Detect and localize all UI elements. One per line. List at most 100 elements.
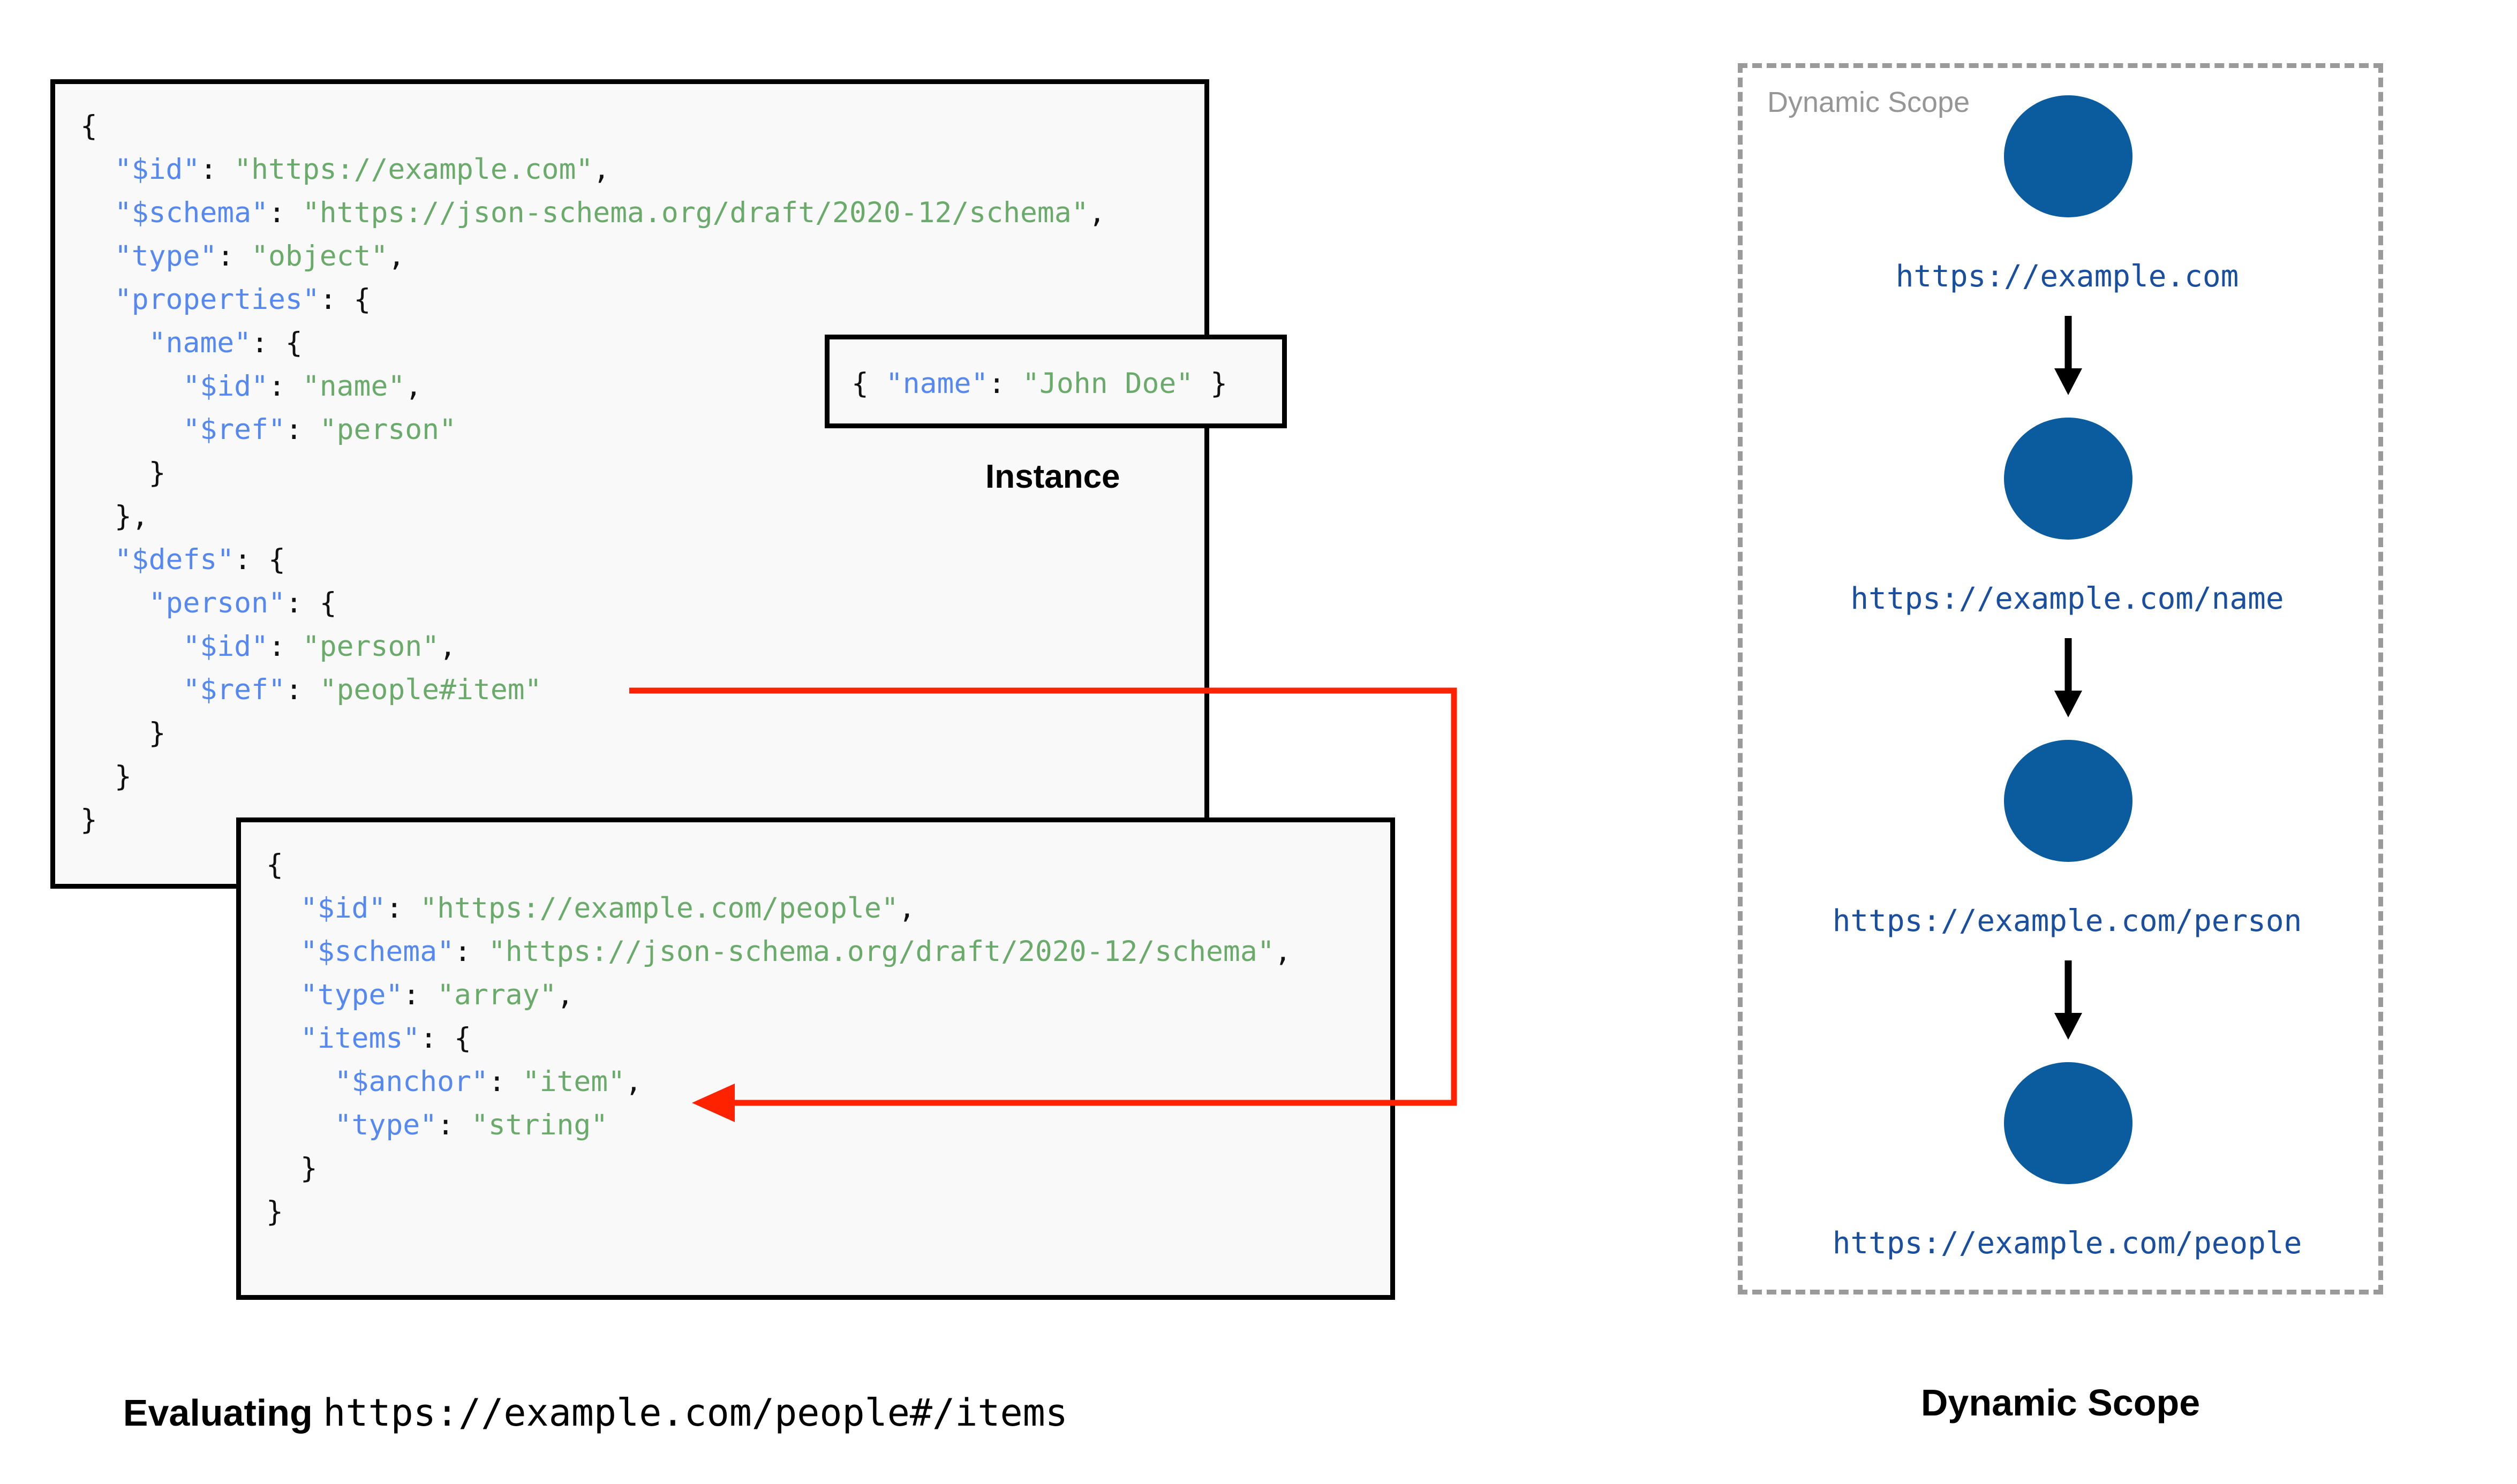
code-line: "$id": "https://example.com/people", — [266, 887, 1292, 930]
instance-caption: Instance — [985, 458, 1120, 495]
scope-flow-arrow-2 — [2054, 638, 2082, 717]
code-token: "object" — [251, 240, 388, 272]
code-token: "$anchor" — [334, 1065, 488, 1098]
code-token: "type" — [114, 240, 217, 272]
code-token: "$defs" — [114, 543, 235, 576]
code-token: : — [988, 367, 1023, 400]
code-token: : { — [251, 327, 303, 359]
code-token: } — [80, 760, 132, 793]
code-token: "$id" — [114, 153, 200, 186]
code-line: { — [266, 843, 1292, 887]
code-token — [80, 327, 149, 359]
code-line: } — [80, 711, 1106, 755]
code-line: } — [80, 755, 1106, 798]
code-token: "name" — [885, 367, 989, 400]
code-token: "$schema" — [114, 196, 269, 229]
code-token — [80, 630, 183, 663]
code-token: : { — [319, 283, 371, 316]
instance-code: { "name": "John Doe" } — [851, 367, 1227, 400]
dynamic-scope-frame-label: Dynamic Scope — [1767, 86, 1970, 118]
code-token: } — [80, 717, 166, 749]
code-token: : — [403, 979, 438, 1011]
scope-node-circle-4 — [2004, 1062, 2132, 1184]
code-token: "$schema" — [300, 935, 455, 968]
code-token — [266, 892, 300, 925]
code-line: } — [80, 451, 1106, 495]
evaluating-caption-lead: Evaluating — [123, 1392, 323, 1434]
code-token: : — [217, 240, 252, 272]
code-token: : — [285, 413, 320, 446]
code-token: }, — [80, 500, 149, 533]
code-token: : — [285, 673, 320, 706]
code-token: } — [266, 1195, 283, 1228]
code-token — [80, 587, 149, 619]
code-token: , — [898, 892, 916, 925]
code-token — [266, 1109, 335, 1141]
code-line: "items": { — [266, 1017, 1292, 1060]
evaluating-caption: Evaluating https://example.com/people#/i… — [114, 1381, 1068, 1444]
code-token — [80, 370, 183, 403]
code-token: , — [388, 240, 405, 272]
code-token: { — [80, 110, 97, 142]
code-line: "type": "array", — [266, 973, 1292, 1017]
code-token: , — [556, 979, 574, 1011]
code-token: : — [200, 153, 235, 186]
code-token: , — [1088, 196, 1106, 229]
code-line: "$id": "name", — [80, 365, 1106, 408]
code-token: } — [80, 457, 166, 489]
code-line: "$id": "person", — [80, 625, 1106, 668]
code-token: "items" — [300, 1022, 420, 1055]
code-token — [266, 1022, 300, 1055]
code-token: } — [1193, 367, 1228, 400]
code-line: } — [266, 1147, 1292, 1190]
code-line: "name": { — [80, 321, 1106, 365]
code-token: "people#item" — [319, 673, 542, 706]
scope-node-label-4: https://example.com/people — [1832, 1226, 2302, 1261]
code-token: "type" — [334, 1109, 438, 1141]
code-line: "properties": { — [80, 278, 1106, 321]
code-token: : — [386, 892, 420, 925]
code-token: "item" — [522, 1065, 626, 1098]
code-token: , — [439, 630, 457, 663]
code-token: "person" — [302, 630, 440, 663]
code-token: "type" — [300, 979, 403, 1011]
code-token: "name" — [302, 370, 405, 403]
code-token: : { — [234, 543, 285, 576]
code-line: { "name": "John Doe" } — [851, 367, 1227, 400]
code-line: "$defs": { — [80, 538, 1106, 581]
code-line: "$ref": "person" — [80, 408, 1106, 451]
code-token — [266, 1065, 335, 1098]
code-line: "$anchor": "item", — [266, 1060, 1292, 1103]
code-line: "type": "object", — [80, 234, 1106, 278]
code-line: } — [266, 1190, 1292, 1233]
scope-node-circle-3 — [2004, 740, 2132, 862]
code-line: }, — [80, 495, 1106, 538]
code-token: "$ref" — [183, 673, 285, 706]
instance-box — [825, 335, 1287, 428]
code-token: } — [266, 1152, 318, 1185]
code-token: } — [80, 804, 97, 836]
root-schema-code: { "$id": "https://example.com", "$schema… — [80, 104, 1106, 842]
code-token: : { — [420, 1022, 471, 1055]
code-token: "array" — [437, 979, 557, 1011]
code-token — [80, 283, 115, 316]
code-token: "string" — [471, 1109, 608, 1141]
code-token — [80, 543, 115, 576]
code-token: : — [268, 370, 303, 403]
people-schema-code: { "$id": "https://example.com/people", "… — [266, 843, 1292, 1233]
code-line: "$schema": "https://json-schema.org/draf… — [80, 191, 1106, 234]
scope-node-label-1: https://example.com — [1895, 259, 2239, 294]
code-token: "name" — [148, 327, 252, 359]
code-token: : — [437, 1109, 471, 1141]
code-line: "person": { — [80, 581, 1106, 625]
code-token: : — [488, 1065, 523, 1098]
code-token — [80, 413, 183, 446]
code-token: "properties" — [114, 283, 320, 316]
scope-node-circle-2 — [2004, 418, 2132, 540]
code-token: : — [268, 196, 303, 229]
scope-node-label-2: https://example.com/name — [1850, 581, 2284, 616]
code-token: "https://json-schema.org/draft/2020-12/s… — [488, 935, 1275, 968]
code-token: : — [268, 630, 303, 663]
code-token: "person" — [148, 587, 285, 619]
code-token: "person" — [319, 413, 457, 446]
